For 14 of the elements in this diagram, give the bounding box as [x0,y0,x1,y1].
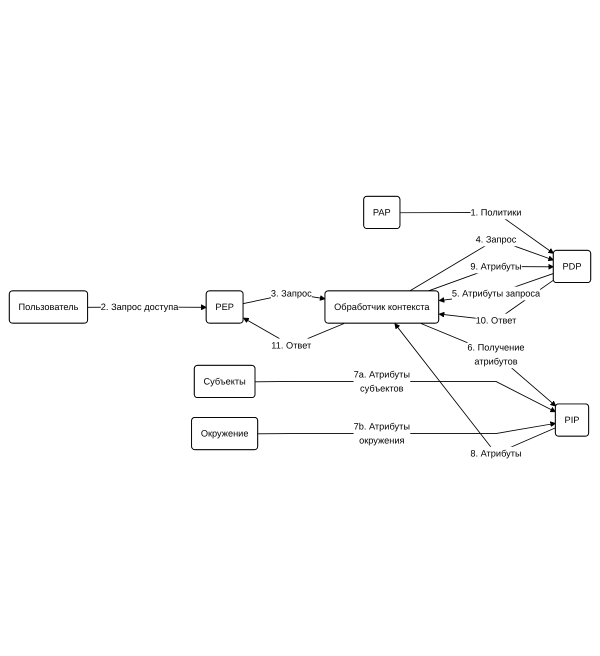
edge-label: 3. Запрос [270,287,312,298]
edge-label: 2. Запрос доступа [100,300,178,312]
arrow [400,212,554,254]
edge-label: 7a. Атрибуты субъектов [354,368,410,393]
edge-label: 11. Ответ [271,339,312,350]
arrow [420,322,556,406]
edge-label: 10. Ответ [476,314,516,326]
edge-label: 9. Атрибуты [470,260,522,271]
edge-label: 8. Атрибуты [470,448,522,458]
edge-label: 5. Атрибуты запроса [452,287,540,298]
edge-label: 1. Политики [470,206,522,217]
edge-label: 6. Получение атрибутов [467,342,525,366]
edge-label: 7b. Атрибуты окружения [354,420,410,445]
edge-label: 4. Запрос [476,233,516,244]
